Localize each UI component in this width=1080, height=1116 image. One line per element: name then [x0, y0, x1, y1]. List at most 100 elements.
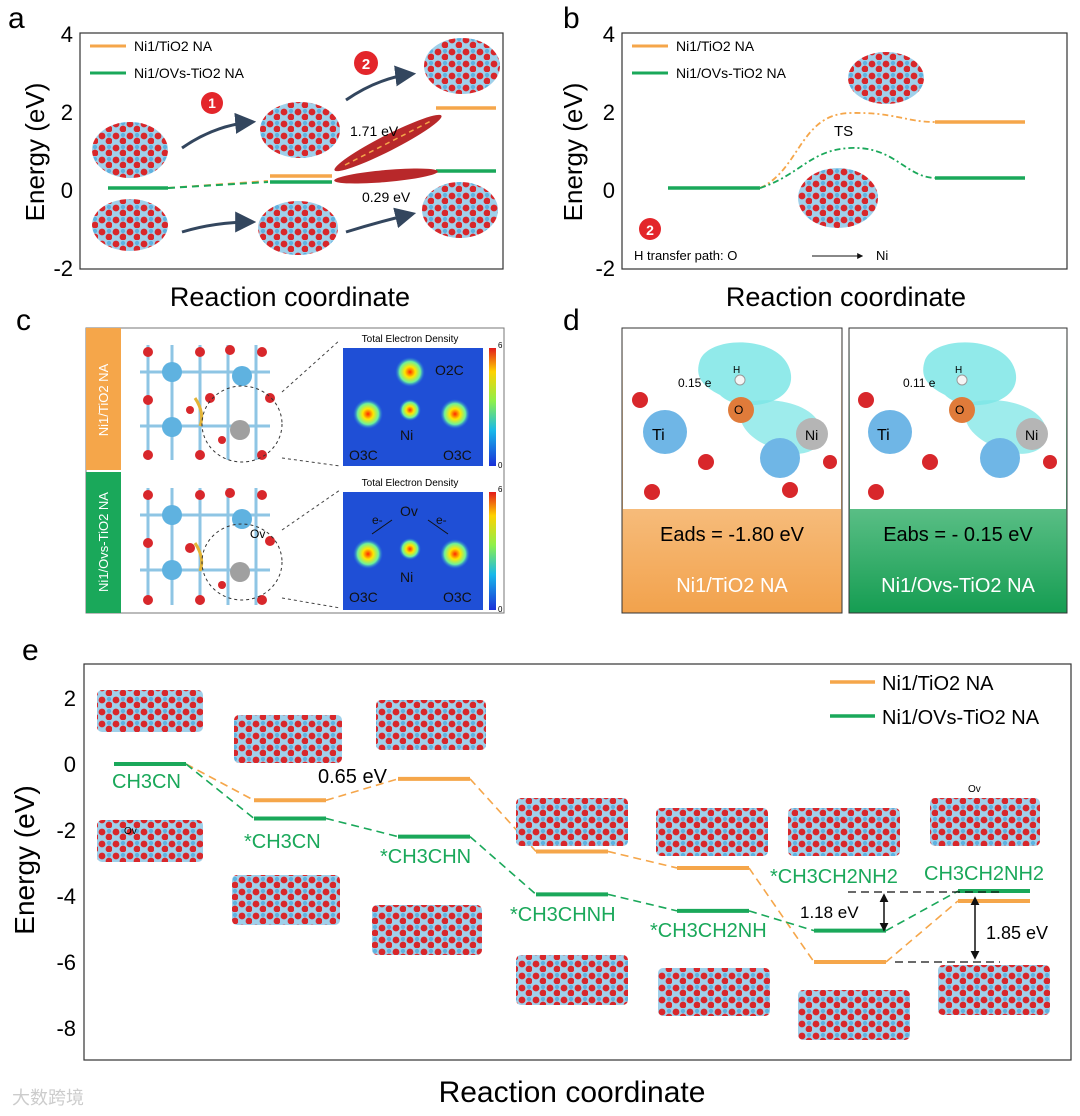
panel-b-xlabel: Reaction coordinate	[726, 282, 966, 312]
row1-density-o3c-right	[440, 399, 470, 429]
connector-green-4	[607, 893, 678, 912]
ytick-b-4: 4	[603, 22, 615, 47]
panel-a-ylabel: Energy (eV)	[20, 83, 50, 222]
panel-e-levels	[114, 762, 1030, 964]
row2-e-left: e-	[372, 513, 383, 527]
left-o-4	[782, 482, 798, 498]
left-ti-atom	[643, 410, 687, 454]
connector-green-1	[185, 763, 255, 820]
row1-o3c-left-label: O3C	[349, 447, 378, 463]
row2-colorbar	[489, 492, 496, 610]
slab-e-3-top	[516, 798, 628, 846]
barrier-e-185: 1.85 eV	[986, 923, 1048, 943]
row2-cbar-min: 0	[498, 605, 503, 614]
slab-e-4-bottom	[658, 968, 770, 1016]
row1-density-title: Total Electron Density	[362, 334, 459, 345]
ytick-a-2: 2	[61, 100, 73, 125]
arrow-a-2	[181, 211, 257, 234]
ytick-e-label: -2	[56, 818, 76, 843]
connector-orange-4	[607, 850, 678, 869]
right-ti-label: Ti	[877, 427, 890, 444]
right-charge-cloud	[923, 342, 1017, 406]
row2-e-right: e-	[436, 513, 447, 527]
legend-a-green-label: Ni1/OVs-TiO2 NA	[134, 65, 245, 81]
row1-density-o2c	[395, 357, 425, 387]
step-b-badge	[639, 218, 661, 240]
left-charge-cloud	[698, 342, 792, 406]
row2-ov-label: Ov	[250, 527, 265, 541]
arrow-a-1	[181, 112, 257, 150]
species-label-0: CH3CN	[112, 771, 181, 793]
ytick-a-m2: -2	[53, 256, 73, 281]
row1-zoom-line-top	[281, 339, 341, 393]
panel-b-letter: b	[563, 2, 580, 35]
connector-green-6	[885, 890, 959, 932]
barrier-a-orange-line	[344, 120, 432, 166]
ytick-e-label: 0	[64, 752, 76, 777]
slab-e-0-ov: Ov	[124, 826, 137, 837]
row1-arrow	[193, 397, 204, 427]
left-h-label: H	[733, 365, 740, 376]
panel-d: d 0.15 e H O Ti Ni Eads = -1.80 eV Ni1/T…	[563, 304, 1068, 614]
lattice-row2-atoms	[143, 488, 275, 605]
row2-density-o3c-left	[353, 539, 383, 569]
right-o-1	[858, 392, 874, 408]
connector-a-green	[167, 181, 269, 189]
left-energy: Eads = -1.80 eV	[660, 524, 805, 546]
panel-a-yticks: 4 2 0 -2	[53, 22, 73, 281]
panel-e: e -8-6-4-202 Energy (eV) Reaction coordi…	[9, 634, 1072, 1109]
right-h-label: H	[955, 365, 962, 376]
panel-c: c Ni1/TiO2 NA Ni1/Ovs-TiO2 NA	[16, 304, 505, 614]
panel-c-letter: c	[16, 304, 31, 337]
slab-e-3-bottom	[516, 955, 628, 1005]
row2-density-ni	[399, 538, 421, 560]
barrier-a-green-shape	[334, 168, 438, 184]
step-a-2-badge	[354, 51, 378, 75]
panel-e-frame	[83, 663, 1072, 1061]
row2-o3c-right-label: O3C	[443, 589, 472, 605]
watermark: 大数跨境	[12, 1088, 84, 1108]
step-a-1-badge	[201, 92, 223, 114]
row1-density-o3c-left	[353, 399, 383, 429]
ytick-b-0: 0	[603, 178, 615, 203]
slab-e-5-bottom	[798, 990, 910, 1040]
right-o-2	[868, 484, 884, 500]
connector-green-3	[469, 835, 537, 895]
arrow-a-3	[345, 65, 417, 102]
panel-b-yticks: 4 2 0 -2	[595, 22, 615, 281]
left-o-5	[823, 455, 837, 469]
slab-e-6-top	[930, 798, 1040, 846]
panel-e-yticks: -8-6-4-202	[56, 686, 76, 1041]
slab-e-0-bottom	[97, 820, 203, 862]
step-b-number: 2	[646, 222, 654, 238]
legend-b-green-label: Ni1/OVs-TiO2 NA	[676, 65, 787, 81]
right-o-atom	[949, 397, 975, 423]
species-label-2: *CH3CHN	[380, 846, 471, 868]
slab-e-0-top	[97, 690, 203, 732]
row2-side-label: Ni1/Ovs-TiO2 NA	[96, 492, 111, 592]
row2-o3c-left-label: O3C	[349, 589, 378, 605]
left-series-label: Ni1/TiO2 NA	[676, 575, 788, 597]
right-energy: Eabs = - 0.15 eV	[883, 524, 1033, 546]
panel-a: a 4 2 0 -2 Energy (eV) Reaction coordina…	[8, 2, 504, 312]
left-o-1	[632, 392, 648, 408]
ytick-e-label: 2	[64, 686, 76, 711]
row1-cbar-min: 0	[498, 461, 503, 470]
left-ti-label: Ti	[652, 427, 665, 444]
panel-b-frame	[621, 32, 1068, 270]
row2-e-left-arrow	[371, 519, 393, 535]
path-b-green	[759, 147, 936, 189]
left-ti-atom-2	[760, 438, 800, 478]
ytick-e-label: -4	[56, 884, 76, 909]
arrow-a-4	[345, 207, 417, 234]
row2-density-title: Total Electron Density	[362, 478, 459, 489]
panel-a-letter: a	[8, 2, 25, 35]
ts-label: TS	[834, 123, 853, 140]
slab-e-1-top	[234, 715, 342, 763]
right-o-label: O	[955, 403, 964, 417]
barrier-e-065: 0.65 eV	[318, 766, 388, 788]
connector-green-2	[325, 817, 399, 838]
right-series-label: Ni1/Ovs-TiO2 NA	[881, 575, 1035, 597]
connector-orange-1	[185, 763, 255, 802]
slab-a-6	[422, 182, 498, 238]
